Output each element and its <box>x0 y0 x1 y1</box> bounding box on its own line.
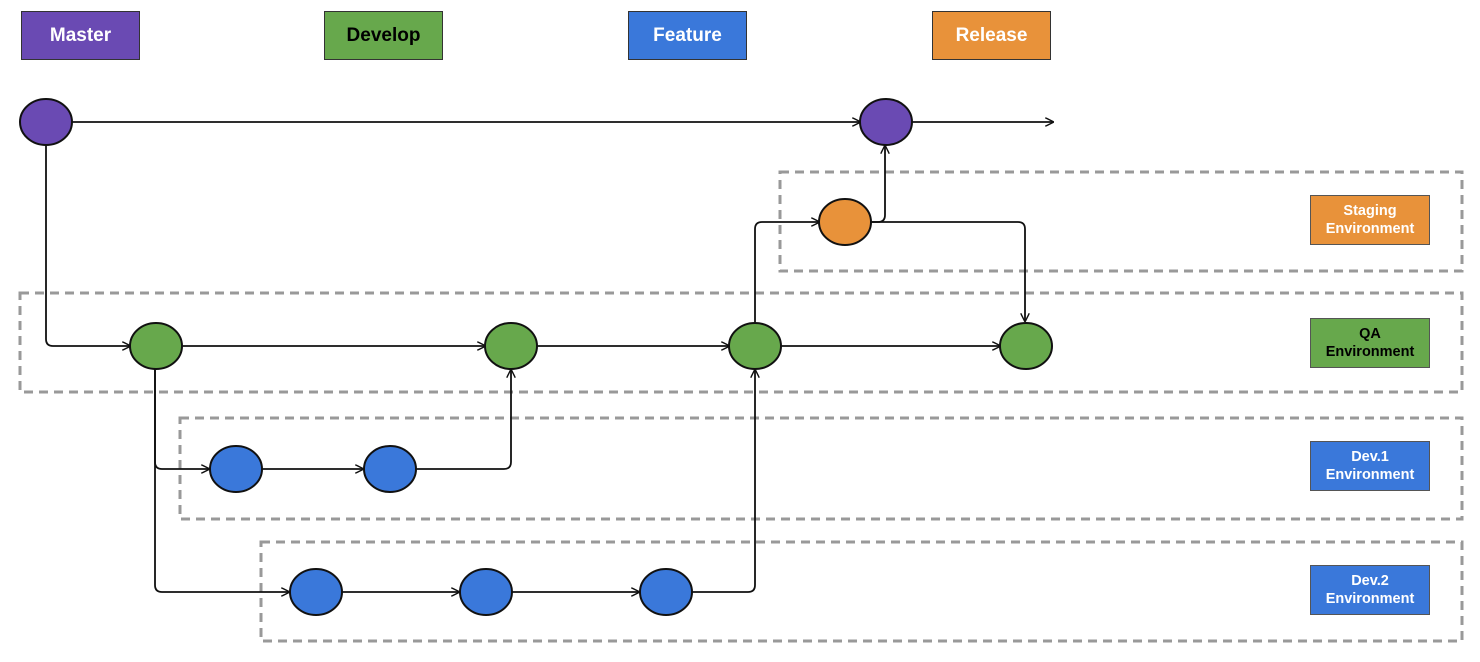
develop-commit-2 <box>484 322 538 370</box>
legend-develop: Develop <box>324 11 443 60</box>
legend-master: Master <box>21 11 140 60</box>
staging-environment-label: Staging Environment <box>1310 195 1430 245</box>
qa-region <box>18 291 1464 394</box>
develop-commit-4 <box>999 322 1053 370</box>
commit-nodes <box>19 98 1053 616</box>
release-to-develop <box>871 221 1025 321</box>
master-commit-1 <box>19 98 73 146</box>
master-commit-2 <box>859 98 913 146</box>
develop-to-dev2 <box>154 369 289 592</box>
dev2-commit-2 <box>459 568 513 616</box>
dev1-environment-label: Dev.1 Environment <box>1310 441 1430 491</box>
develop-to-release <box>754 222 819 322</box>
develop-commit-3 <box>728 322 782 370</box>
dev1-commit-2 <box>363 445 417 493</box>
dev2-environment-label: Dev.2 Environment <box>1310 565 1430 615</box>
master-to-develop <box>45 145 130 346</box>
environment-regions <box>18 170 1464 643</box>
qa-environment-label: QA Environment <box>1310 318 1430 368</box>
connectors <box>45 122 1053 593</box>
dev1-commit-1 <box>209 445 263 493</box>
dev2-to-develop <box>692 370 755 593</box>
develop-commit-1 <box>129 322 183 370</box>
legend-feature: Feature <box>628 11 747 60</box>
dev2-commit-3 <box>639 568 693 616</box>
dev1-to-develop <box>416 370 511 470</box>
dev2-commit-1 <box>289 568 343 616</box>
release-commit <box>818 198 872 246</box>
release-to-master <box>871 146 885 223</box>
legend-release: Release <box>932 11 1051 60</box>
